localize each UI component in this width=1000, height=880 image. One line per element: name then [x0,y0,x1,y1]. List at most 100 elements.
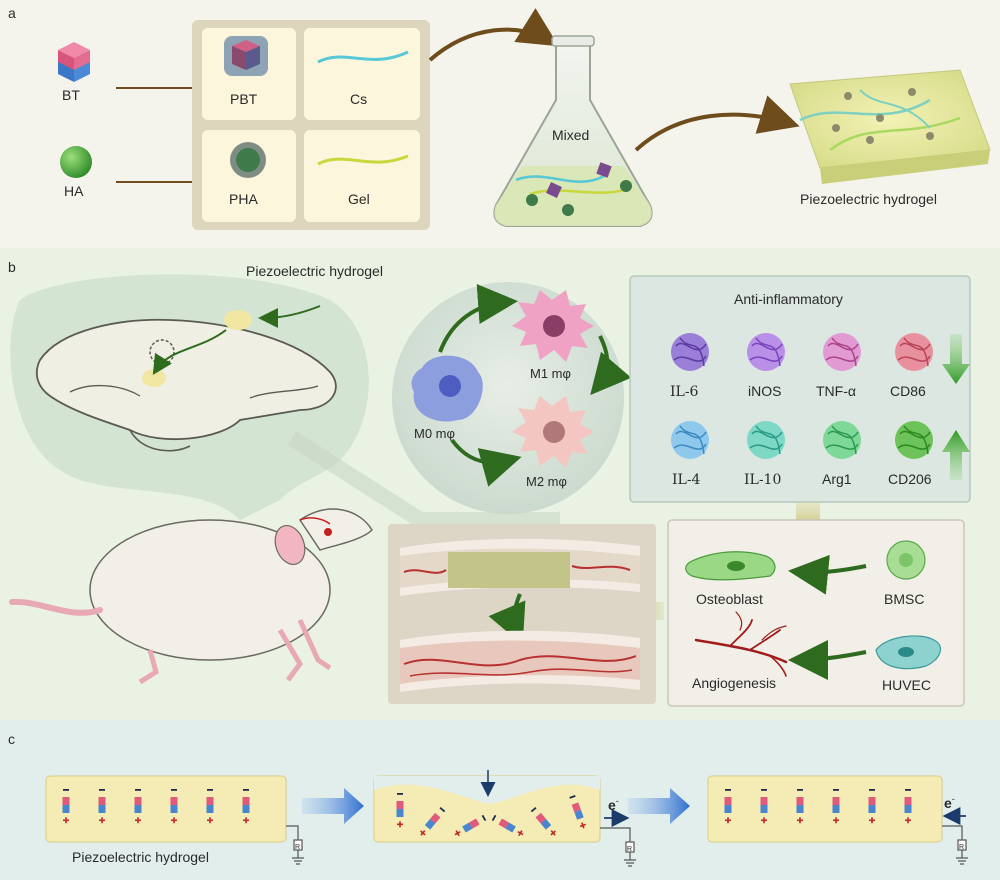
ha-label: HA [64,183,84,199]
bmsc-to-osteoblast-arrow [788,554,867,595]
bmsc-label: BMSC [884,591,924,607]
cd86-cytokine-icon [895,333,933,371]
osteoblast-label: Osteoblast [696,591,763,607]
m0-to-m2-arrow [450,438,522,487]
box-to-flask-arrow [428,8,559,62]
hydrogel-callout-arrow [258,305,321,328]
m2-label: M2 mφ [526,474,567,489]
angiogenesis-vessel-icon [694,611,788,677]
hydrogel-disc-implanted-icon [142,369,166,387]
downregulation-arrow-icon [942,334,970,384]
circuit-pressed [600,827,636,867]
upregulation-arrow-icon [942,430,970,480]
pbt-label: PBT [230,91,258,107]
panel-b: b Piezoelectric hydrogel [0,248,1000,720]
dipole-icon [904,789,912,824]
panel-c-hydrogel-label: Piezoelectric hydrogel [72,849,209,865]
mixed-label: Mixed [552,127,589,143]
cytokine-down-row: IL-6 iNOS TNF-α CD86 [670,333,970,400]
resistor-label-pressed: R [627,846,632,853]
angiogenesis-label: Angiogenesis [692,675,776,691]
dipole-icon [242,789,250,824]
bt-label: BT [62,87,80,103]
cs-fiber-icon [317,50,409,64]
il10-label: IL-10 [744,472,781,488]
resistor-label-rest: R [295,844,300,851]
flask-to-hydrogel-arrow [634,95,800,152]
ha-sphere-icon [60,146,92,178]
gel-tile [304,130,420,222]
dipole-icon [491,814,524,837]
pha-label: PHA [229,191,258,207]
hydrogel-disc-icon [224,310,252,330]
dipole-icon [569,794,586,829]
gel-fiber-icon [317,154,409,166]
resistor-label-recovered: R [959,844,964,851]
m1-label: M1 mφ [530,366,571,381]
dipole-icon [868,789,876,824]
dipole-array-pressed [396,793,586,837]
il6-label: IL-6 [670,384,699,400]
rat-icon [9,508,373,685]
electron-label-in: e- [944,794,955,811]
huvec-cell-icon [875,635,942,670]
skull-icon [35,318,337,452]
anti-inflammatory-title: Anti-inflammatory [734,291,843,307]
dipole-icon [760,789,768,824]
m2-macrophage-icon [512,396,594,468]
dipole-icon [454,814,487,837]
dipole-icon [530,807,557,836]
huvec-to-angiogenesis-arrow [788,639,867,680]
dipole-icon [98,789,106,824]
mixing-flask-icon [493,35,653,227]
pbt-particle-icon [224,36,268,76]
dipole-array-recovered [724,789,912,824]
cd206-cytokine-icon [895,421,933,459]
panel-c: c Piezoelectric hydrogel R R e- [0,720,1000,880]
dipole-icon [62,789,70,824]
hydrogel-rest-state [45,775,287,843]
m0-macrophage-icon [411,355,483,422]
il4-label: IL-4 [672,472,701,488]
gel-label: Gel [348,191,370,207]
il6-cytokine-icon [671,333,709,371]
dipole-icon [396,793,404,828]
cs-label: Cs [350,91,367,107]
dipole-icon [419,807,446,836]
tnf-alpha-cytokine-icon [823,333,861,371]
section-callout-connector [287,431,560,528]
hydrogel-block-icon [789,69,991,184]
electron-label-out: e- [608,796,619,813]
m1-to-m2-arrow [590,335,632,396]
implant-arrow [152,329,227,376]
il10-cytokine-icon [747,421,785,459]
dipole-icon [724,789,732,824]
hydrogel-callout-label: Piezoelectric hydrogel [246,263,383,279]
panel-a-letter: a [8,5,16,21]
dipole-icon [134,789,142,824]
tnf-alpha-label: TNF-α [816,383,856,399]
cytokine-up-row: IL-4 IL-10 Arg1 CD206 [671,421,970,488]
cs-tile [304,28,420,120]
inos-cytokine-icon [747,333,785,371]
dipole-array-rest [62,789,250,824]
il4-cytokine-icon [671,421,709,459]
m0-to-m1-arrow [438,284,518,353]
bone-defect-top-icon [400,538,640,596]
arg1-cytokine-icon [823,421,861,459]
panel-a: a BT HA PBT Cs [0,0,1000,248]
cd206-label: CD206 [888,471,932,487]
rest-to-pressed-arrow [302,788,364,824]
arg1-label: Arg1 [822,471,852,487]
m1-macrophage-icon [512,290,594,362]
dipole-icon [832,789,840,824]
huvec-label: HUVEC [882,677,931,693]
healing-arrow [488,593,526,646]
product-label: Piezoelectric hydrogel [800,191,937,207]
dipole-icon [170,789,178,824]
bt-cube-icon [58,42,90,82]
circuit-rest [286,825,304,865]
hydrogel-recovered-state [707,775,943,843]
